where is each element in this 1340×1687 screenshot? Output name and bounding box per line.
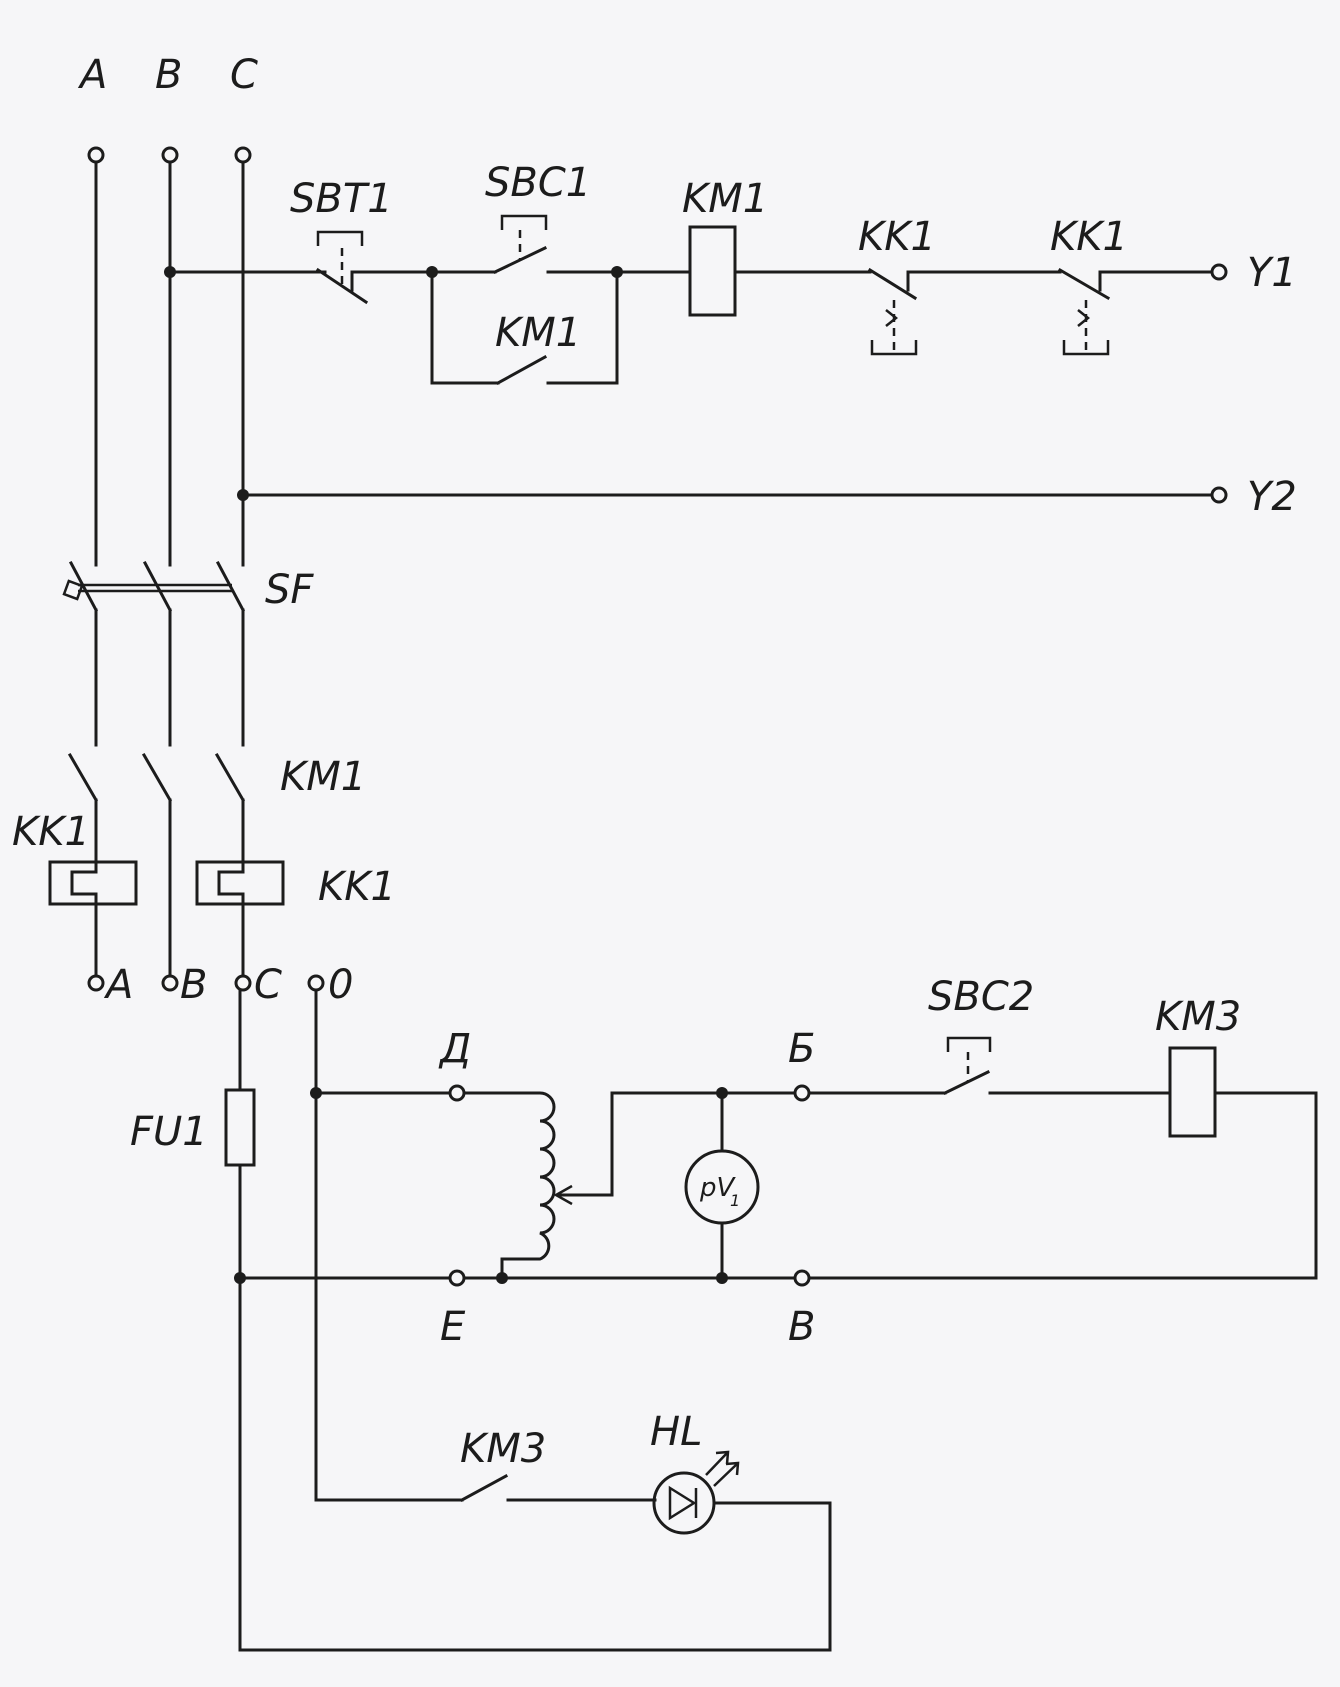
voltmeter-subscript: 1 xyxy=(730,1191,740,1210)
term-b-label: Б xyxy=(788,1026,815,1072)
test-circuit-wiring xyxy=(224,988,1318,1652)
terminal-a-top xyxy=(87,146,105,164)
sbc2-label: SBC2 xyxy=(928,974,1034,1020)
y1-label: Y1 xyxy=(1247,250,1297,296)
kk1-contact-1-label: KK1 xyxy=(858,214,936,260)
y2-label: Y2 xyxy=(1247,474,1297,520)
phase-a-label: A xyxy=(77,52,107,98)
sf-label: SF xyxy=(265,567,314,613)
kk1-contact-2-label: KK1 xyxy=(1050,214,1128,260)
terminal-c-out xyxy=(234,974,252,992)
kk1-right-label: KK1 xyxy=(318,864,396,910)
neutral-label: 0 xyxy=(328,962,353,1008)
sbc1-label: SBC1 xyxy=(485,160,591,206)
kk1-left-label: KK1 xyxy=(12,809,90,855)
term-e-label: Е xyxy=(440,1304,466,1350)
main-contacts-km1 xyxy=(67,752,246,970)
breaker-sf xyxy=(62,560,246,747)
term-v-label: В xyxy=(788,1304,815,1350)
out-b-label: B xyxy=(180,962,207,1008)
phase-b-label: B xyxy=(155,52,182,98)
terminal-b-top xyxy=(161,146,179,164)
terminal-b-out xyxy=(161,974,179,992)
km3-contact-label: KM3 xyxy=(460,1426,546,1472)
km3-coil-label: KM3 xyxy=(1155,994,1241,1040)
terminal-neutral xyxy=(307,974,325,992)
overload-relay-left xyxy=(48,860,138,970)
phase-c-label: C xyxy=(230,52,258,98)
terminal-c-top xyxy=(234,146,252,164)
voltmeter-label: pV xyxy=(699,1173,737,1203)
control-line-y2 xyxy=(237,486,1228,504)
terminal-a-out xyxy=(87,974,105,992)
control-line-y1 xyxy=(164,214,1228,386)
fu1-label: FU1 xyxy=(130,1109,208,1155)
out-c-label: C xyxy=(254,962,282,1008)
km1-hold-label: KM1 xyxy=(495,310,581,356)
km1-coil-label: KM1 xyxy=(682,176,768,222)
term-d-label: Д xyxy=(438,1026,471,1072)
km1-main-label: KM1 xyxy=(280,754,366,800)
overload-relay-right xyxy=(195,860,285,970)
sbt1-label: SBT1 xyxy=(290,176,393,222)
hl-label: HL xyxy=(650,1409,702,1455)
phase-bus-lines xyxy=(94,160,245,567)
out-a-label: A xyxy=(103,962,133,1008)
lamp-circuit-wiring xyxy=(238,1450,832,1652)
